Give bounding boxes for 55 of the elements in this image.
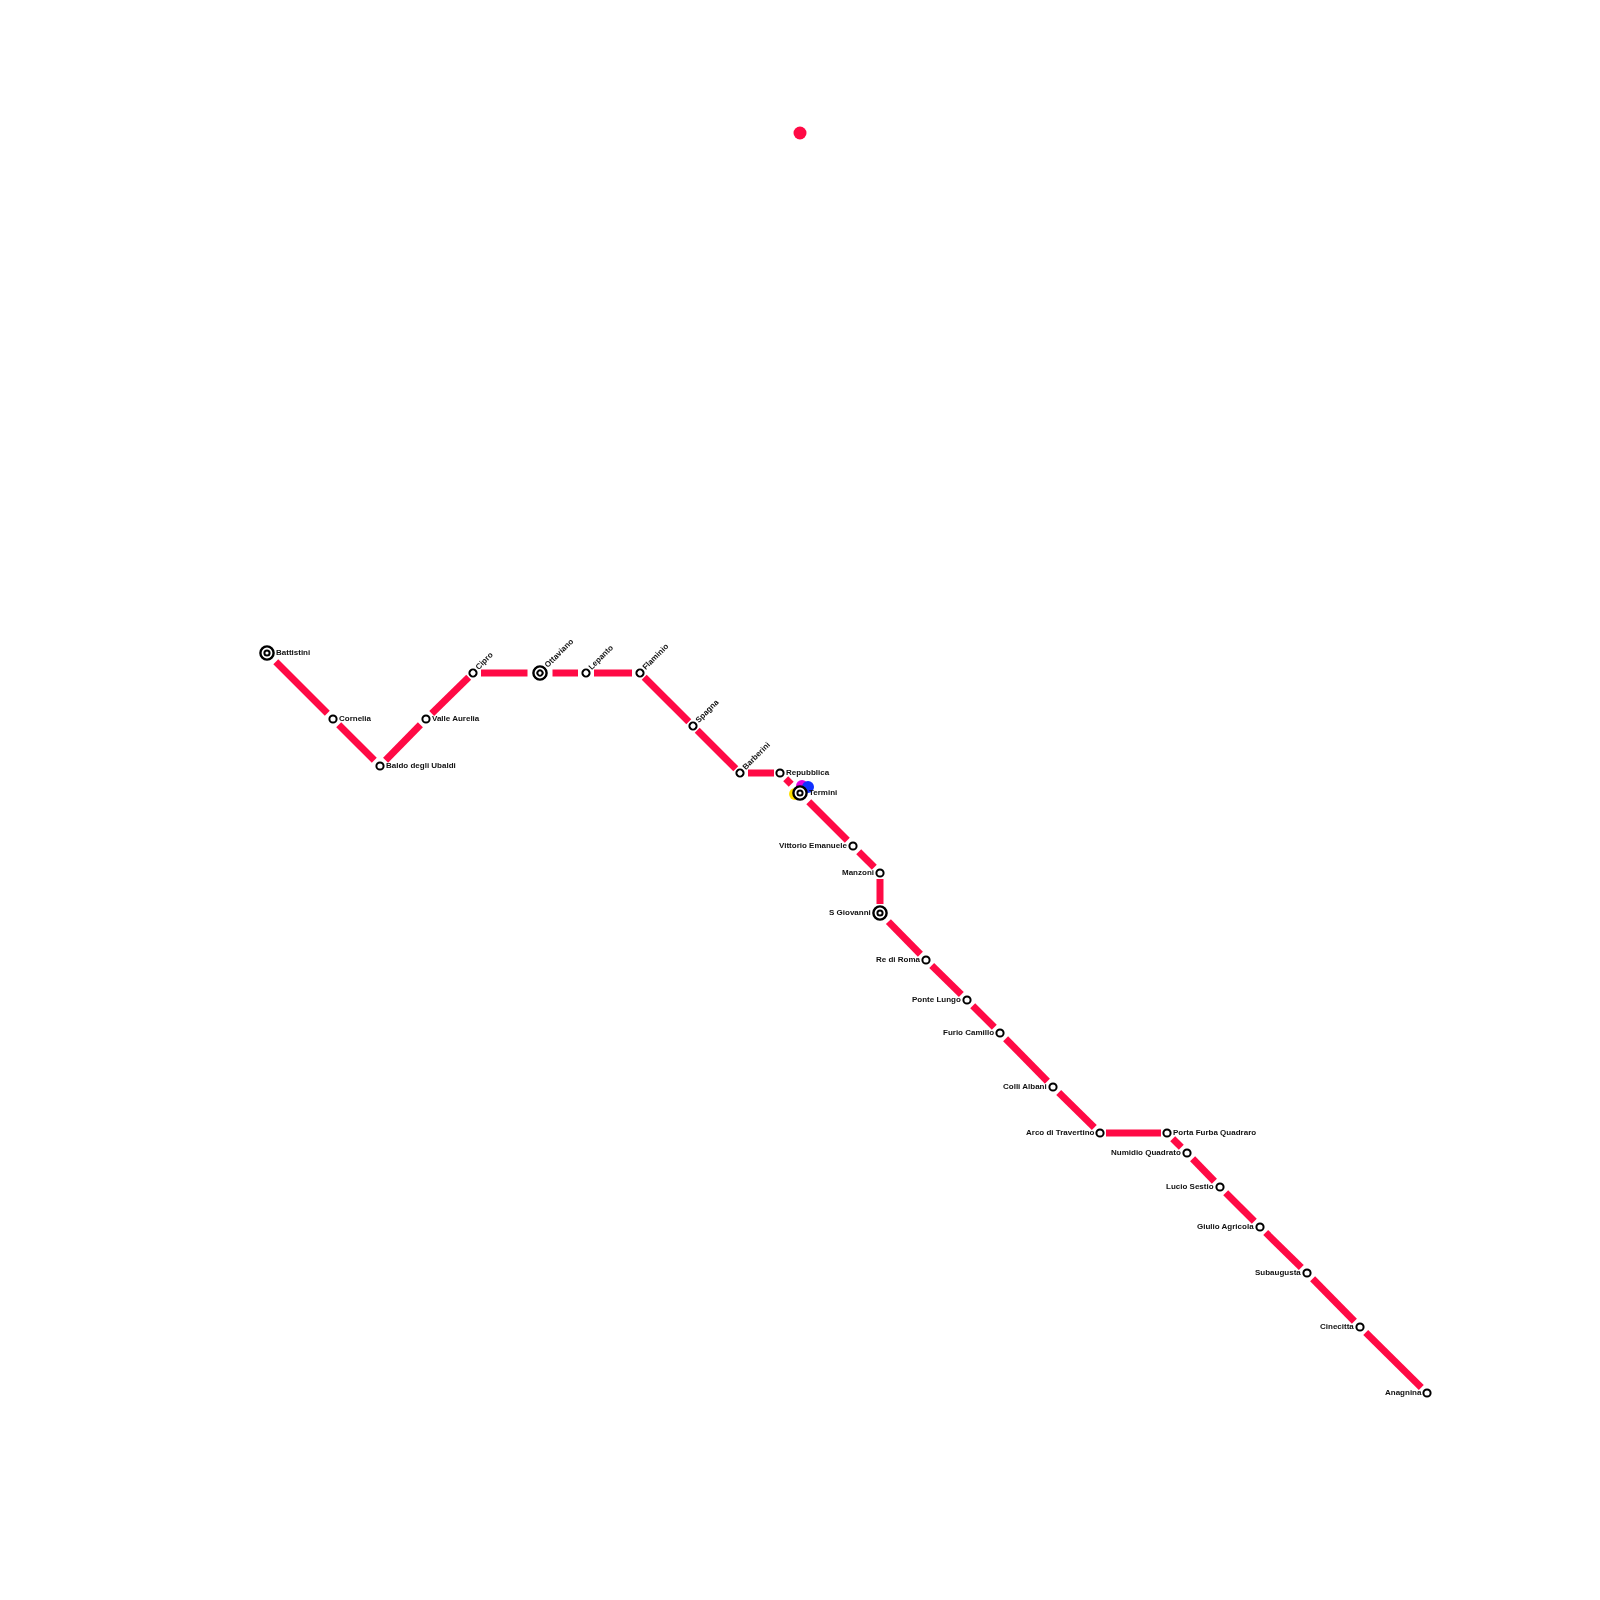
metro-line <box>806 799 850 843</box>
station-name: Baldo degli Ubaldi <box>385 761 457 771</box>
metro-line <box>1363 1330 1424 1390</box>
station <box>328 714 372 724</box>
metro-line <box>1003 1036 1050 1084</box>
metro-line <box>1056 1090 1097 1130</box>
station-name: Repubblica <box>785 768 831 778</box>
station-name: S Giovanni <box>828 908 872 918</box>
metro-line <box>929 963 964 997</box>
station <box>1384 1388 1433 1398</box>
station-name: Furio Camillo <box>942 1028 996 1038</box>
station <box>775 768 831 778</box>
station <box>875 955 931 965</box>
station <box>942 1028 1006 1038</box>
station-name: Manzoni <box>841 868 875 878</box>
station <box>841 868 885 878</box>
metro-line <box>641 674 692 725</box>
station-name: Cornelia <box>338 714 372 724</box>
metro-line <box>429 674 472 716</box>
station-name: Giulio Agricola <box>1196 1222 1255 1232</box>
station-name: Ponte Lungo <box>911 995 962 1005</box>
metro-line <box>383 722 423 763</box>
station-name: Battistini <box>275 648 312 658</box>
interchange-station <box>259 645 312 661</box>
station-name: Vittorio Emanuele <box>778 841 848 851</box>
station-name: Cinecitta <box>1319 1322 1355 1332</box>
metro-line <box>694 727 739 772</box>
station-name: Termini <box>808 788 839 798</box>
station-name: Lucio Sestio <box>1165 1182 1215 1192</box>
metro-line <box>273 659 330 716</box>
station-name: Porta Furba Quadraro <box>1172 1128 1258 1138</box>
station-name: Arco di Travertino <box>1025 1128 1096 1138</box>
station-name: Subaugusta <box>1254 1268 1302 1278</box>
station <box>1319 1322 1365 1332</box>
station <box>1002 1082 1058 1092</box>
station <box>421 714 481 724</box>
station-name: Colli Albani <box>1002 1082 1048 1092</box>
station <box>911 995 972 1005</box>
metro-line <box>885 919 923 957</box>
station-name: Anagnina <box>1384 1388 1423 1398</box>
interchange-station <box>792 785 839 801</box>
station-name: Valle Aurelia <box>431 714 481 724</box>
metro-line <box>336 722 377 763</box>
metro-line <box>1223 1190 1257 1224</box>
station <box>1165 1182 1225 1192</box>
metro-line <box>783 776 794 787</box>
metro-line <box>856 849 877 870</box>
station-name: Numidio Quadrato <box>1110 1148 1182 1158</box>
metro-line <box>1310 1276 1357 1324</box>
metro-line <box>970 1003 997 1030</box>
station-name: Re di Roma <box>875 955 921 965</box>
interchange-station <box>828 905 888 921</box>
metro-line <box>1190 1156 1217 1184</box>
metro-line <box>1263 1230 1304 1270</box>
station <box>1254 1268 1312 1278</box>
